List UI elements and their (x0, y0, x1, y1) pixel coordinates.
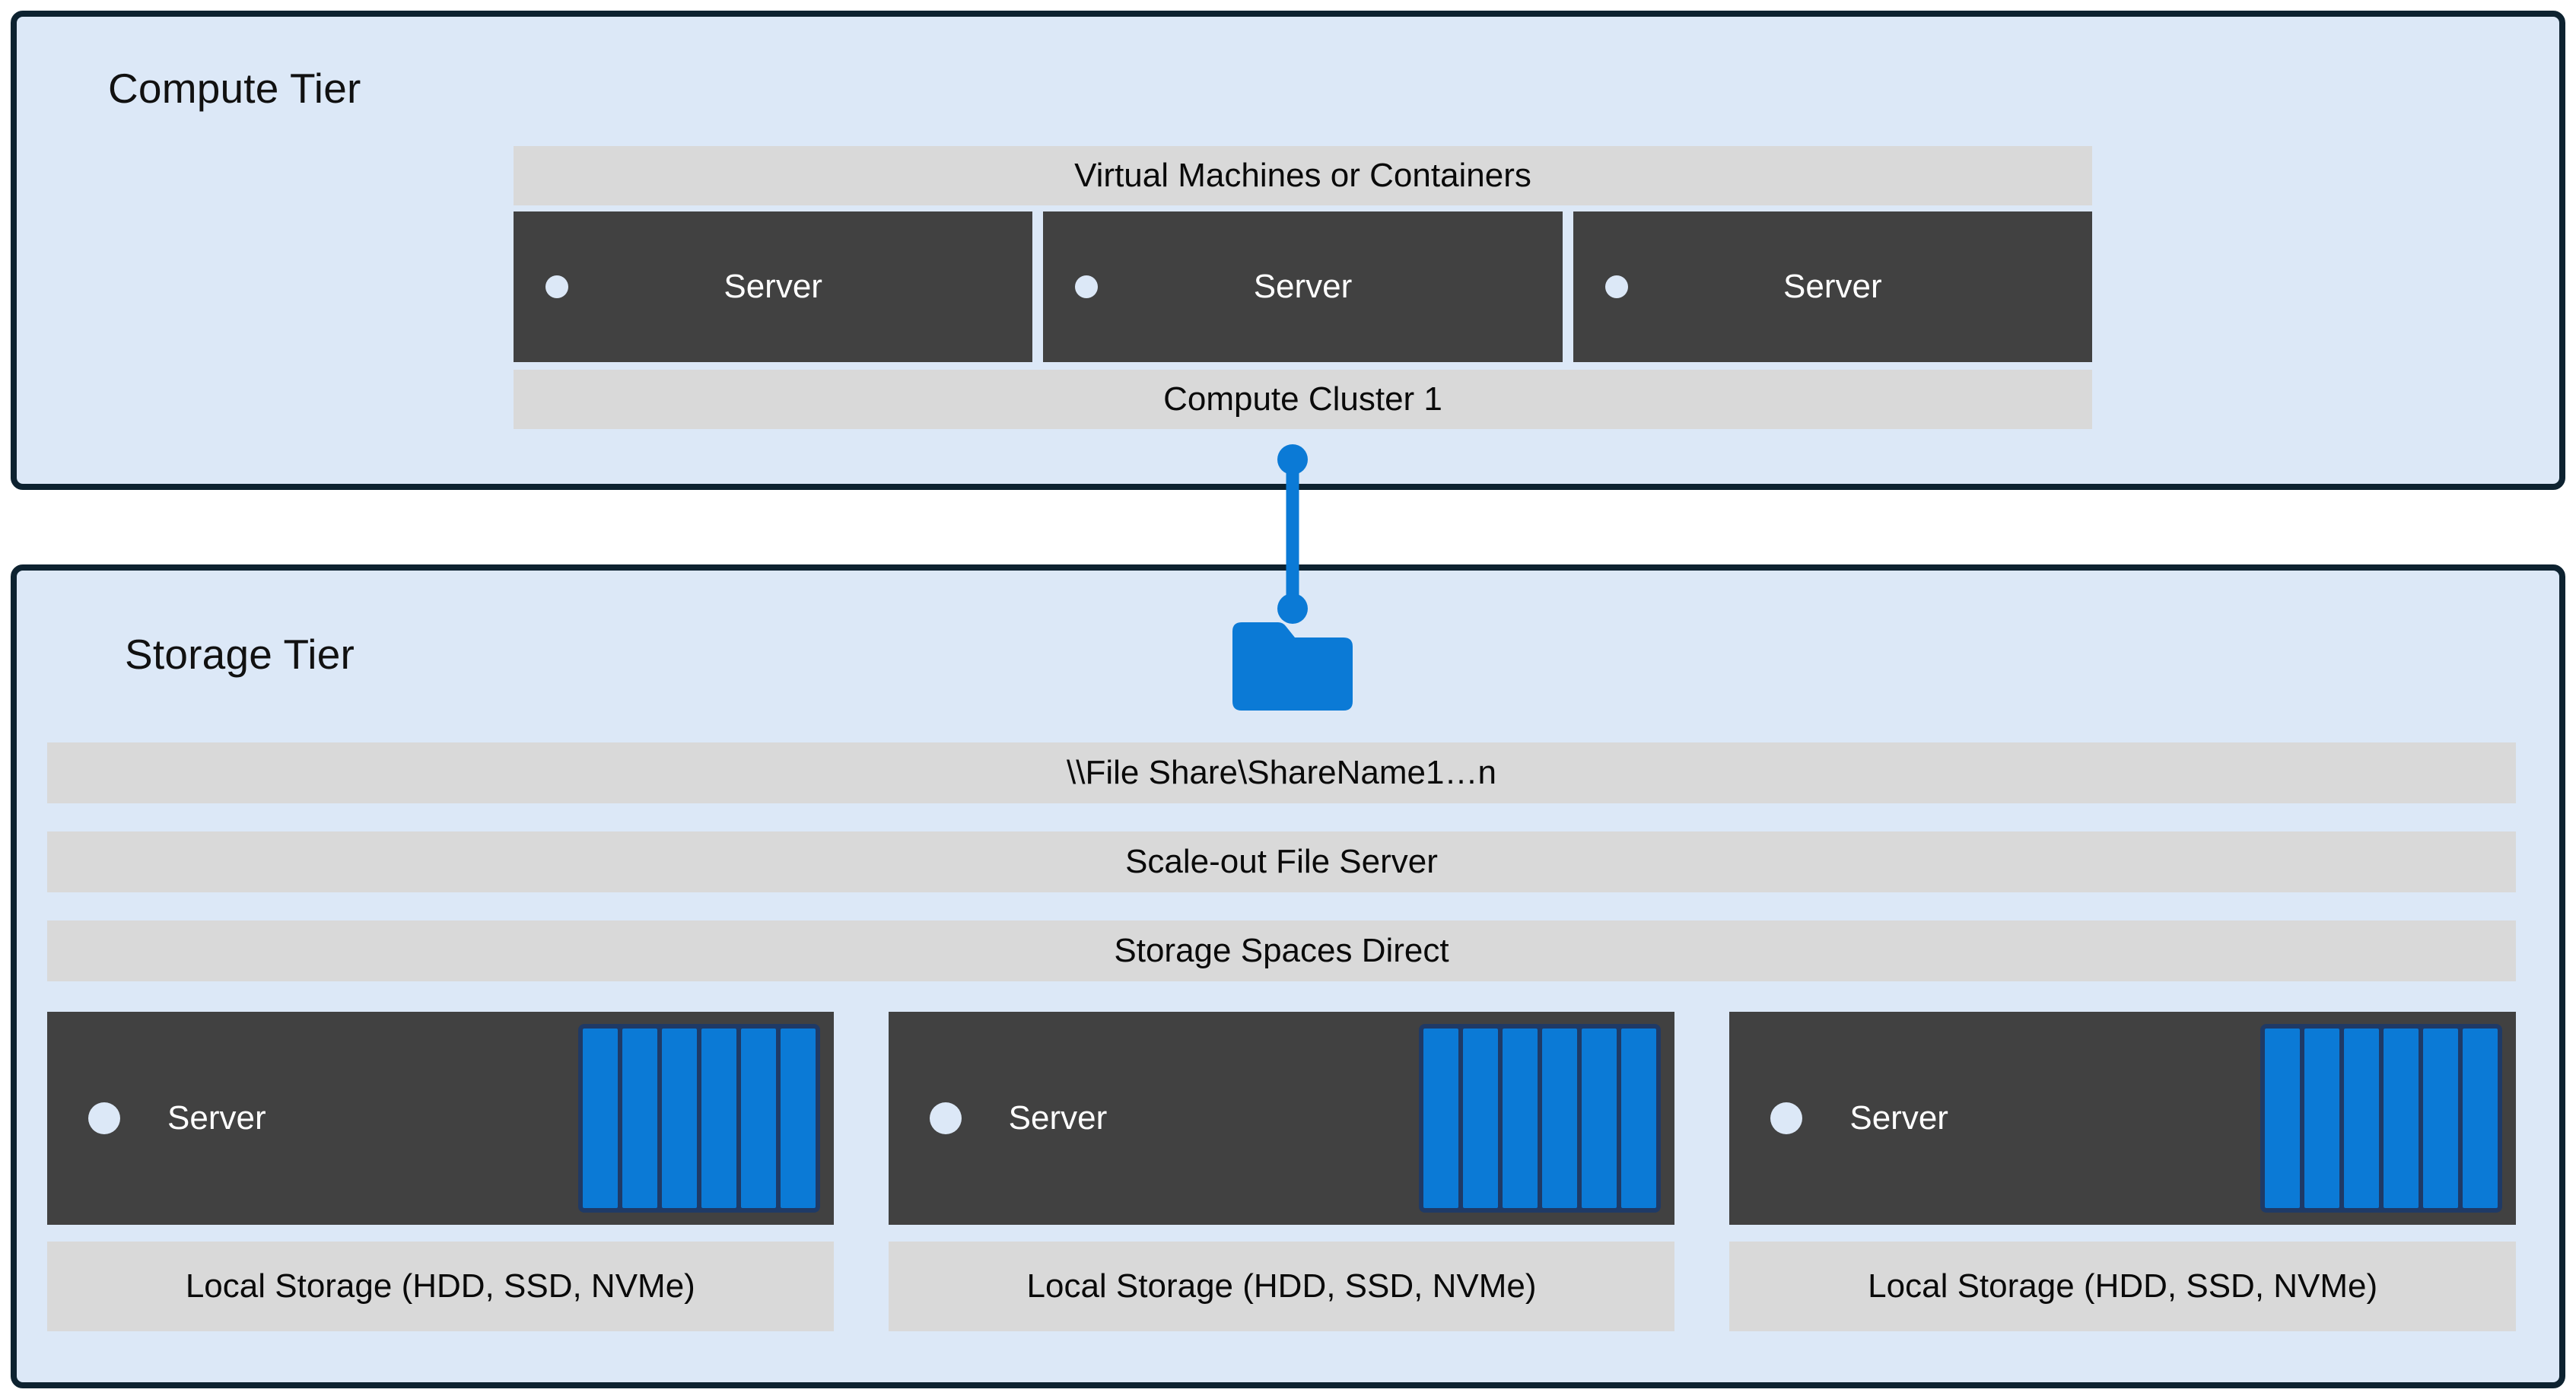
compute-tier-title: Compute Tier (108, 65, 361, 112)
server-status-dot-icon (1604, 275, 1628, 298)
disk-icon (2265, 1029, 2301, 1208)
disk-icon (1463, 1029, 1499, 1208)
storage-server-1-label: Server (167, 1099, 266, 1137)
server-status-dot-icon (1075, 275, 1099, 298)
compute-cluster-label: Compute Cluster 1 (1163, 380, 1442, 418)
file-share-label: \\File Share\ShareName1…n (1067, 754, 1496, 791)
disk-icon (1582, 1029, 1617, 1208)
storage-node-row: Server Local Storage (HDD, SSD, NVMe) Se… (47, 1012, 2517, 1331)
compute-cluster-bar: Compute Cluster 1 (514, 370, 2092, 429)
disk-icon (2304, 1029, 2340, 1208)
disk-icon (582, 1029, 618, 1208)
compute-tier-panel: Compute Tier Virtual Machines or Contain… (11, 11, 2565, 490)
server-status-dot-icon (88, 1102, 120, 1134)
storage-server-1[interactable]: Server (47, 1012, 834, 1225)
storage-node-1: Server Local Storage (HDD, SSD, NVMe) (47, 1012, 834, 1331)
server-status-dot-icon (929, 1102, 962, 1134)
disk-icon (1423, 1029, 1459, 1208)
storage-server-2-label: Server (1008, 1099, 1108, 1137)
disk-array-1 (577, 1024, 820, 1213)
virtual-machines-bar: Virtual Machines or Containers (514, 146, 2092, 205)
file-share-bar: \\File Share\ShareName1…n (47, 742, 2516, 803)
storage-node-2: Server Local Storage (HDD, SSD, NVMe) (888, 1012, 1675, 1331)
compute-server-1[interactable]: Server (514, 211, 1033, 362)
disk-icon (2423, 1029, 2459, 1208)
compute-server-2[interactable]: Server (1043, 211, 1563, 362)
local-storage-caption-3: Local Storage (HDD, SSD, NVMe) (1729, 1242, 2517, 1331)
disk-icon (622, 1029, 657, 1208)
disk-icon (2384, 1029, 2419, 1208)
disk-icon (1542, 1029, 1578, 1208)
storage-server-3[interactable]: Server (1729, 1012, 2517, 1225)
local-storage-label-3: Local Storage (HDD, SSD, NVMe) (1868, 1267, 2378, 1305)
disk-icon (661, 1029, 697, 1208)
compute-server-2-label: Server (1253, 268, 1353, 305)
local-storage-caption-2: Local Storage (HDD, SSD, NVMe) (888, 1242, 1675, 1331)
server-status-dot-icon (1770, 1102, 1803, 1134)
disk-icon (2344, 1029, 2380, 1208)
compute-server-3-label: Server (1783, 268, 1882, 305)
disk-icon (1621, 1029, 1657, 1208)
storage-server-2[interactable]: Server (888, 1012, 1675, 1225)
compute-server-row: Server Server Server (514, 211, 2092, 362)
disk-icon (740, 1029, 776, 1208)
storage-node-3: Server Local Storage (HDD, SSD, NVMe) (1729, 1012, 2517, 1331)
disk-icon (780, 1029, 816, 1208)
storage-spaces-direct-label: Storage Spaces Direct (1114, 932, 1449, 969)
virtual-machines-label: Virtual Machines or Containers (1074, 157, 1531, 194)
compute-server-3[interactable]: Server (1573, 211, 2092, 362)
scale-out-file-server-label: Scale-out File Server (1125, 843, 1438, 880)
local-storage-label-2: Local Storage (HDD, SSD, NVMe) (1026, 1267, 1537, 1305)
disk-array-2 (1419, 1024, 1662, 1213)
folder-icon (1232, 622, 1353, 711)
disk-icon (2463, 1029, 2498, 1208)
local-storage-caption-1: Local Storage (HDD, SSD, NVMe) (47, 1242, 834, 1331)
disk-array-3 (2260, 1024, 2503, 1213)
server-status-dot-icon (545, 275, 568, 298)
storage-server-3-label: Server (1849, 1099, 1948, 1137)
disk-icon (1503, 1029, 1538, 1208)
storage-tier-title: Storage Tier (125, 631, 355, 678)
folder-shape (1232, 622, 1353, 711)
storage-spaces-direct-bar: Storage Spaces Direct (47, 920, 2516, 981)
compute-server-1-label: Server (724, 268, 822, 305)
local-storage-label-1: Local Storage (HDD, SSD, NVMe) (185, 1267, 695, 1305)
scale-out-file-server-bar: Scale-out File Server (47, 831, 2516, 892)
disk-icon (701, 1029, 736, 1208)
